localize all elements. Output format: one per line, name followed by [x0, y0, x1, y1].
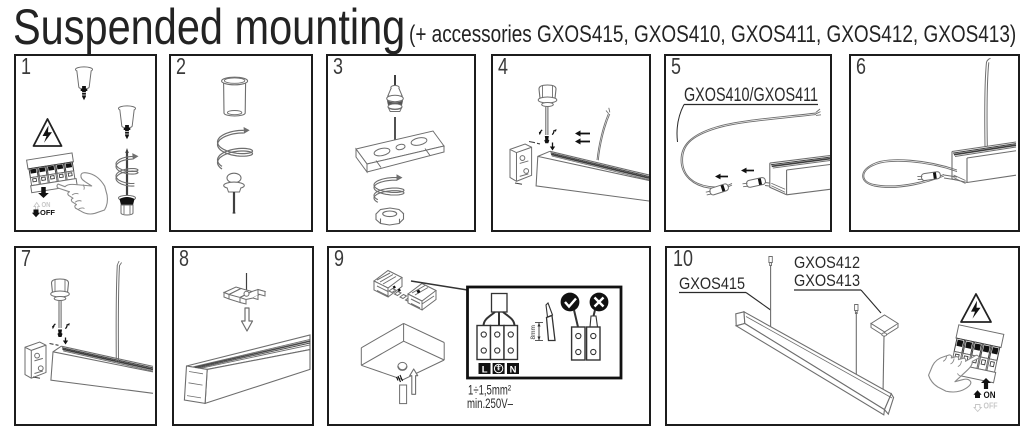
svg-text:L: L	[482, 364, 488, 375]
svg-text:GXOS413: GXOS413	[794, 272, 860, 290]
svg-text:OFF: OFF	[984, 401, 998, 411]
svg-text:ON: ON	[42, 200, 51, 209]
svg-text:ON: ON	[984, 390, 996, 401]
svg-text:OFF: OFF	[40, 208, 55, 217]
svg-text:GXOS412: GXOS412	[794, 254, 860, 272]
svg-text:1÷1,5mm²: 1÷1,5mm²	[468, 383, 511, 398]
svg-text:8mm: 8mm	[530, 325, 537, 339]
svg-text:min.250V–: min.250V–	[467, 396, 513, 411]
svg-text:GXOS415: GXOS415	[679, 275, 745, 293]
svg-text:GXOS410/GXOS411: GXOS410/GXOS411	[684, 85, 818, 106]
svg-text:N: N	[510, 364, 517, 375]
